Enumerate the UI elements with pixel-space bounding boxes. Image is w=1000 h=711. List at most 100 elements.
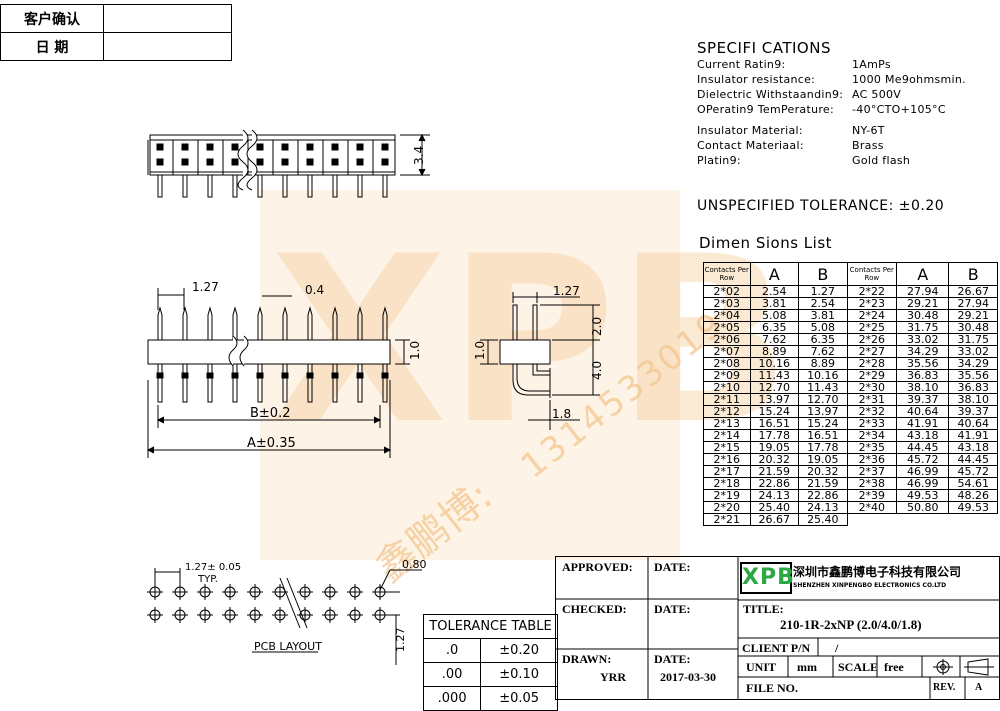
right-cell: 27.94 [948,297,998,310]
a-header-left: A [749,262,800,286]
left-cell: 10.16 [749,357,800,370]
left-cell: 2*15 [703,441,751,454]
right-cell: 48.26 [948,489,998,502]
front-pin-top [307,306,313,340]
right-cell: 54.61 [948,477,998,490]
right-cell: 2*24 [846,309,898,322]
left-cell: 2*21 [703,513,751,526]
right-cell: 2*40 [846,501,898,514]
right-cell: 43.18 [948,441,998,454]
front-pin-bottom [182,363,188,403]
pcb-typ-label: TYP. [197,574,218,585]
front-pin-mark [206,372,214,379]
right-cell: 2*25 [846,321,898,334]
left-cell: 17.78 [749,429,800,442]
front-pin-bottom [232,363,238,403]
b-header-left: B [798,262,848,286]
tol-row-2-key: .000 [422,686,482,711]
front-pin-top [282,306,288,340]
right-cell: 33.02 [896,333,950,346]
top-view [147,129,430,198]
right-cell: 29.21 [896,297,950,310]
front-body-label: 1.0 [408,341,422,360]
right-cell: 39.37 [948,405,998,418]
left-cell: 7.62 [798,345,848,358]
right-cell: 40.64 [948,417,998,430]
specs-title: SPECIFI CATIONS [697,39,831,57]
right-cell: 2*26 [846,333,898,346]
right-cell: 30.48 [948,321,998,334]
company-name-cn: 深圳市鑫鹏博电子科技有限公司 [793,565,962,579]
right-cell: 50.80 [896,501,950,514]
right-cell: 36.83 [948,381,998,394]
side-view [480,292,600,430]
left-cell: 5.08 [749,309,800,322]
top-pin-square [156,158,164,166]
right-cell: 33.02 [948,345,998,358]
right-cell: 49.53 [896,489,950,502]
pcb-pitch-label: 1.27± 0.05 [185,562,241,573]
front-pin-bottom [157,363,163,403]
front-view [146,288,410,458]
left-cell: 6.35 [749,321,800,334]
client-value: / [835,641,839,655]
spec-value: 1AmPs [852,58,891,71]
left-cell: 13.97 [749,393,800,406]
front-pin-bottom [282,363,288,403]
spec-row: Contact Materiaal:Brass [697,138,997,153]
spec-label: OPeratin9 TemPerature: [697,103,835,116]
dim-b-label: B±0.2 [250,406,291,421]
spec-label: Insulator resistance: [697,73,816,86]
side-foot-label: 1.8 [552,407,571,421]
drawn-date-label: DATE: [654,652,691,666]
side-pitch-label: 1.27 [553,284,580,298]
front-pin-mark [381,372,389,379]
left-cell: 21.59 [749,465,800,478]
right-cell: 30.48 [896,309,950,322]
checked-date-label: DATE: [654,602,691,616]
pcb-layout-label: PCB LAYOUT [254,640,322,653]
right-cell: 44.45 [896,441,950,454]
top-tail-pin [382,174,388,198]
side-body-label: 1.0 [473,341,487,360]
top-tail-pin [182,174,188,198]
spec-row: Insulator resistance:1000 Me9ohmsmin. [697,72,997,87]
front-pin-top [382,306,388,340]
tolerance-table: TOLERANCE TABLE .0±0.20 .00±0.10 .000±0.… [422,614,558,711]
client-label: CLIENT P/N [742,641,811,655]
spec-label: Dielectric Withstaandin9: [697,88,844,101]
top-pin-square [256,143,264,151]
left-cell: 8.89 [798,357,848,370]
left-cell: 20.32 [749,453,800,466]
rev-value: A [975,682,983,693]
front-pin-bottom [307,363,313,403]
front-pin-bottom [257,363,263,403]
spec-value: -40°CTO+105°C [852,103,946,116]
left-cell: 17.78 [798,441,848,454]
left-cell: 2*07 [703,345,751,358]
top-pin-square [231,158,239,166]
left-cell: 2*06 [703,333,751,346]
front-pin-bottom [207,363,213,403]
customer-confirm-box: 客户确认 日 期 [0,4,232,61]
dimensions-table: Contacts Per Row A B Contacts Per Row A … [703,262,998,526]
right-cell: 45.72 [948,465,998,478]
scale-value: free [884,660,904,674]
front-view-body [147,339,391,365]
left-cell: 2*08 [703,357,751,370]
top-pin-square [156,143,164,151]
top-pin-square [181,158,189,166]
front-pin-top [257,306,263,340]
top-tail-pin [232,174,238,198]
left-cell: 8.89 [749,345,800,358]
right-cell: 46.99 [896,465,950,478]
front-pin-top [207,306,213,340]
right-cell: 43.18 [896,429,950,442]
tol-row-0-key: .0 [422,638,482,663]
